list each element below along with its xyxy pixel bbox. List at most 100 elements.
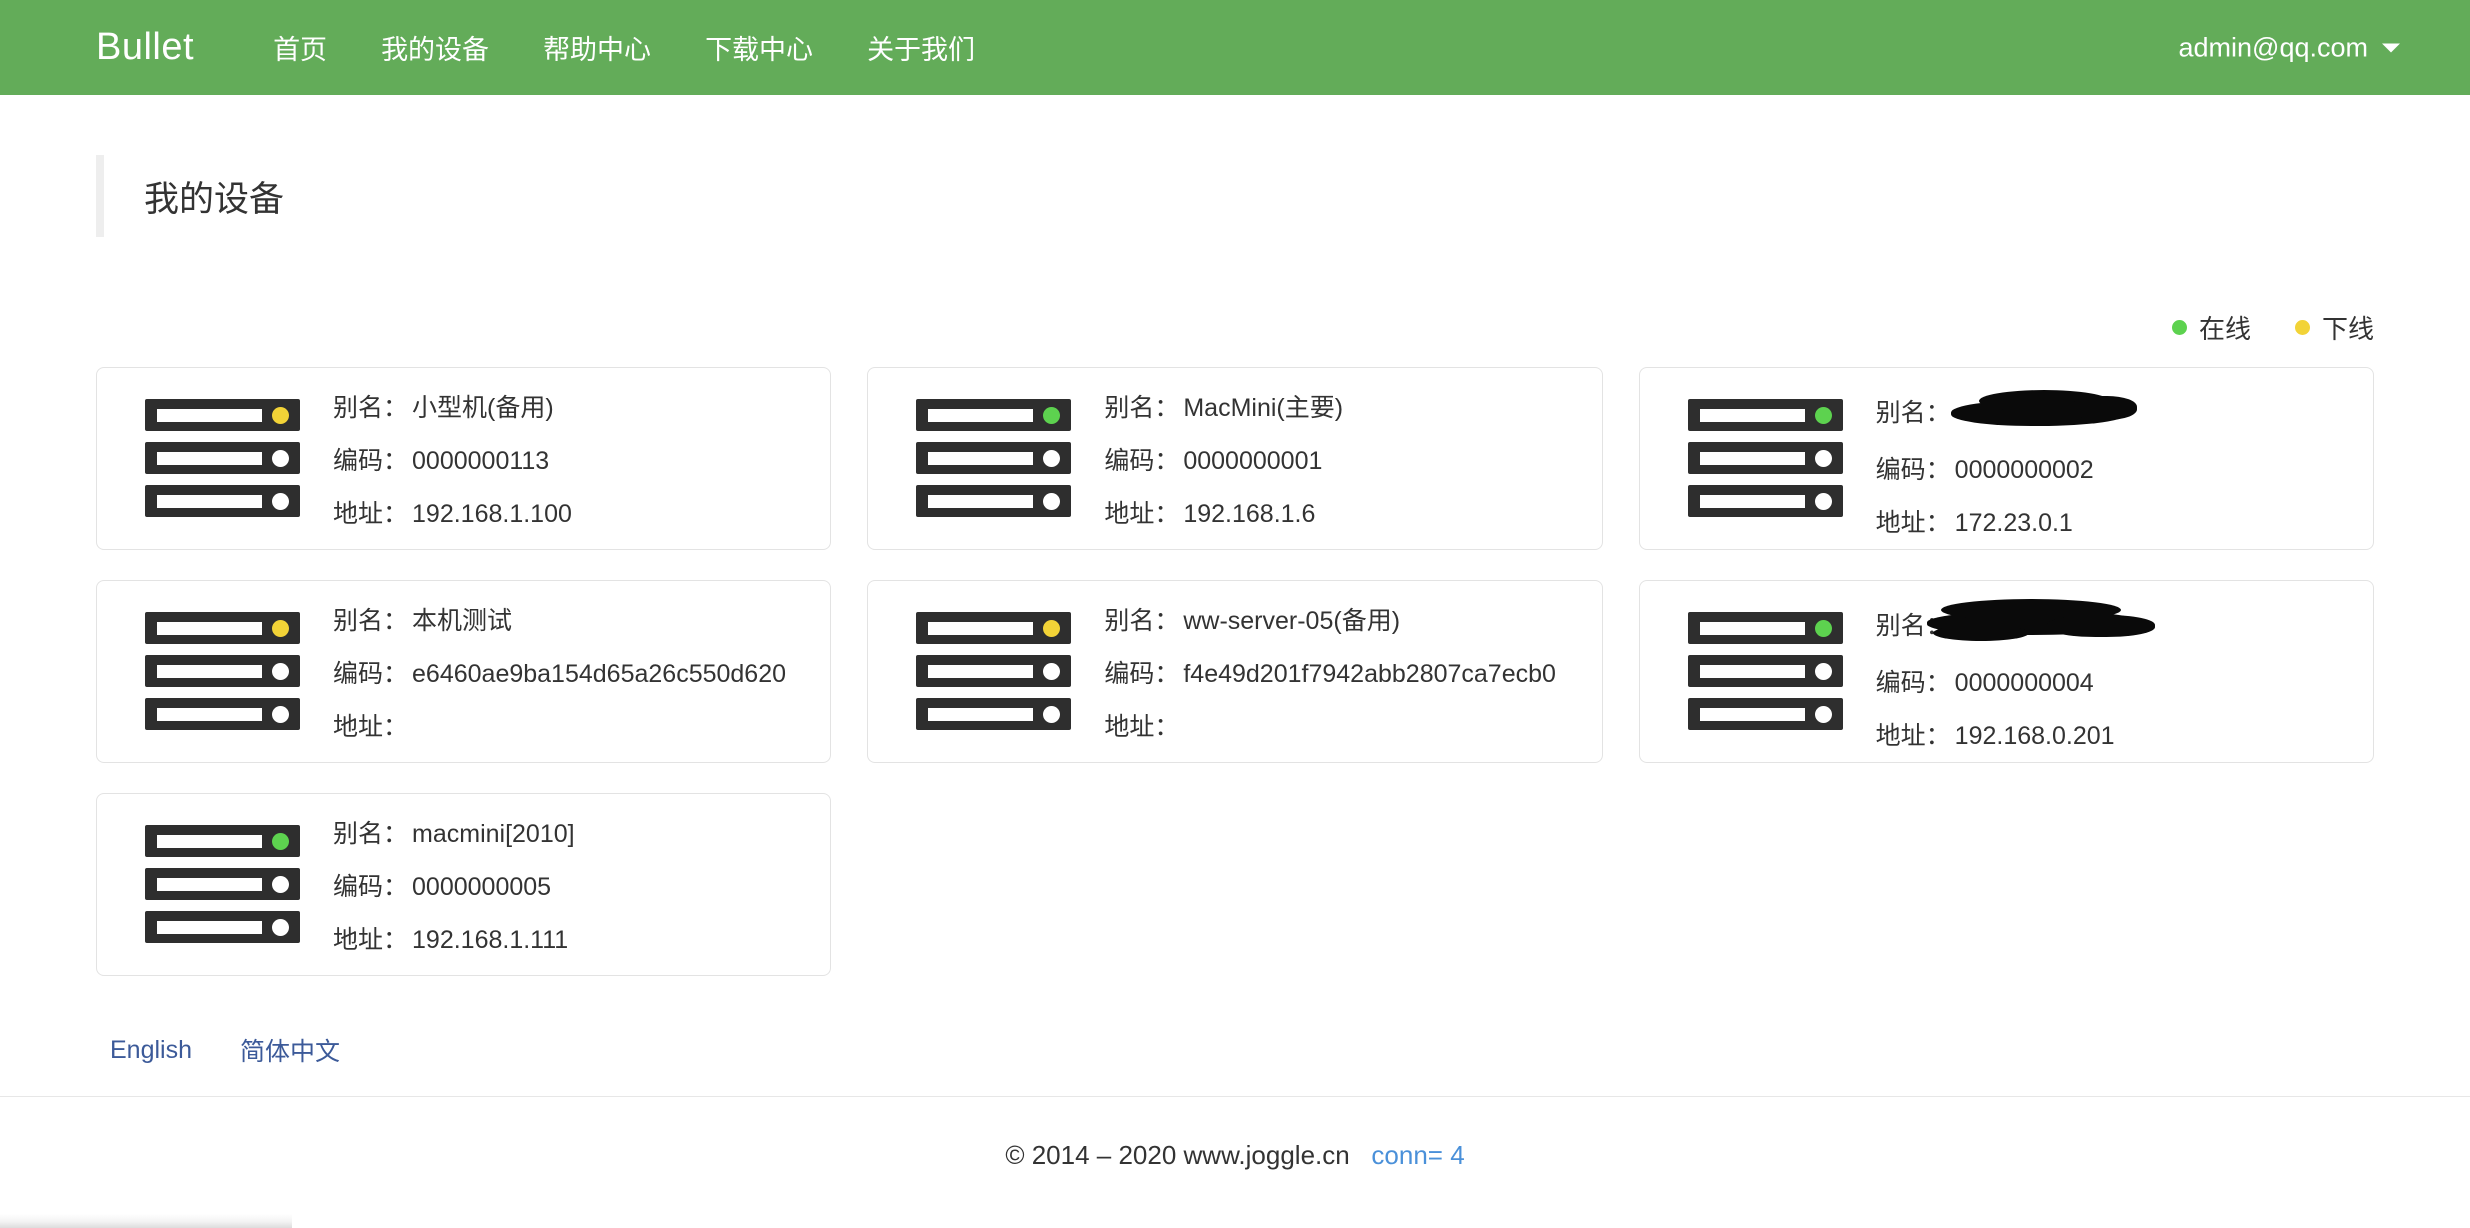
footer-divider xyxy=(0,1096,2470,1097)
nav-links: 首页 我的设备 帮助中心 下载中心 关于我们 xyxy=(246,28,1002,67)
server-rack-led xyxy=(1814,705,1832,723)
server-rack-unit xyxy=(916,698,1072,730)
brand-logo[interactable]: Bullet xyxy=(96,26,195,68)
device-address-value: 192.168.1.6 xyxy=(1183,500,1316,528)
nav-item-about[interactable]: 关于我们 xyxy=(867,35,976,65)
legend-label-offline: 下线 xyxy=(2321,314,2374,344)
device-alias-value: ww-server-05(备用) xyxy=(1183,607,1401,635)
device-alias-label: 别名： xyxy=(333,394,409,422)
device-code-value: e6460ae9ba154d65a26c550d620 xyxy=(412,660,787,688)
device-card[interactable]: 别名：本机测试编码：e6460ae9ba154d65a26c550d620 地址： xyxy=(96,580,832,763)
server-rack-unit xyxy=(145,485,300,517)
server-rack-unit xyxy=(145,911,300,943)
server-rack-led xyxy=(1814,662,1832,680)
server-rack-bar xyxy=(928,451,1034,465)
server-rack-led xyxy=(1043,662,1061,680)
device-info-row: 地址：192.168.1.100 xyxy=(333,502,830,527)
device-info: 别名：本机测试编码：e6460ae9ba154d65a26c550d620 地址： xyxy=(333,607,830,740)
nav-item-devices[interactable]: 我的设备 xyxy=(381,35,490,65)
device-code-value: f4e49d201f7942abb2807ca7ecb0 xyxy=(1183,660,1556,688)
server-rack-bar xyxy=(157,408,262,422)
device-code-value: 0000000113 xyxy=(412,447,550,475)
redaction-stroke xyxy=(2070,396,2137,420)
server-rack-unit xyxy=(916,442,1072,474)
server-rack-unit xyxy=(1687,485,1843,517)
server-rack-led xyxy=(272,662,289,680)
device-code-value: 0000000002 xyxy=(1954,456,2094,484)
legend-label-online: 在线 xyxy=(2198,314,2251,344)
server-rack-unit xyxy=(145,442,300,474)
status-legend: 在线 下线 xyxy=(0,309,2470,346)
server-icon xyxy=(145,612,300,730)
server-rack-led xyxy=(272,449,289,467)
chevron-down-icon xyxy=(2382,43,2400,52)
device-info-row: 地址：192.168.0.201 xyxy=(1876,724,2373,749)
device-info-row: 编码：e6460ae9ba154d65a26c550d620 xyxy=(333,662,830,687)
device-code-label: 编码： xyxy=(1875,669,1951,697)
language-link-chinese[interactable]: 简体中文 xyxy=(240,1038,341,1066)
device-card[interactable]: 别名：MacMini(主要) 编码：0000000001 地址：192.168.1.… xyxy=(867,367,1603,550)
device-status-led-icon xyxy=(272,832,289,850)
device-card[interactable]: 别名：ww-server-05(备用) 编码：f4e49d201f7942abb2… xyxy=(867,580,1603,763)
server-rack-unit xyxy=(145,698,300,730)
device-address-label: 地址： xyxy=(1104,500,1180,528)
device-code-value: 0000000001 xyxy=(1183,447,1323,475)
server-rack-bar xyxy=(157,621,262,635)
device-code-label: 编码： xyxy=(1104,660,1180,688)
footer-conn-link[interactable]: conn= 4 xyxy=(1371,1140,1465,1170)
server-rack-bar xyxy=(1699,664,1805,678)
server-rack-unit xyxy=(916,399,1072,431)
server-icon xyxy=(1687,612,1843,730)
device-info-row: 别名：本机测试 xyxy=(333,609,830,634)
offline-dot-icon xyxy=(2294,320,2310,335)
server-rack-led xyxy=(272,492,289,510)
device-info-row: 编码：0000000005 xyxy=(333,875,830,900)
browser-download-strip xyxy=(0,1214,292,1228)
redacted-alias-mark xyxy=(1926,599,2155,643)
server-rack-bar xyxy=(157,920,262,934)
device-info: 别名：MacMini(主要) 编码：0000000001 地址：192.168.1.… xyxy=(1104,394,1601,527)
device-info-row: 编码：0000000001 xyxy=(1104,449,1601,474)
server-rack-unit xyxy=(916,612,1072,644)
device-address-label: 地址： xyxy=(333,926,409,954)
server-rack-led xyxy=(1043,705,1061,723)
server-rack-bar xyxy=(928,408,1034,422)
redacted-alias-mark xyxy=(1950,390,2137,430)
user-email-label: admin@qq.com xyxy=(2178,32,2369,62)
language-link-english[interactable]: English xyxy=(110,1035,192,1064)
nav-item-home[interactable]: 首页 xyxy=(273,35,328,65)
server-icon xyxy=(145,825,300,943)
device-info-row: 别名： xyxy=(1876,390,2373,430)
device-code-value: 0000000005 xyxy=(412,873,552,901)
device-info-row: 别名：MacMini(主要) xyxy=(1104,396,1601,421)
server-rack-unit xyxy=(145,399,300,431)
device-info-row: 别名：ww-server-05(备用) xyxy=(1104,609,1601,634)
device-address-label: 地址： xyxy=(1875,722,1951,750)
server-rack-unit xyxy=(145,655,300,687)
server-rack-bar xyxy=(1699,621,1805,635)
device-alias-value: macmini[2010] xyxy=(412,820,575,848)
server-rack-unit xyxy=(145,868,300,900)
server-rack-bar xyxy=(157,451,262,465)
server-rack-led xyxy=(1814,492,1832,510)
redaction-stroke xyxy=(1932,625,2029,641)
nav-item-help[interactable]: 帮助中心 xyxy=(543,35,652,65)
server-rack-bar xyxy=(157,834,262,848)
device-code-label: 编码： xyxy=(333,873,409,901)
user-menu[interactable]: admin@qq.com xyxy=(2178,32,2400,63)
device-alias-label: 别名： xyxy=(1104,394,1180,422)
device-info-row: 地址：192.168.1.111 xyxy=(333,928,830,953)
nav-item-download[interactable]: 下载中心 xyxy=(705,35,814,65)
device-info-row: 地址： xyxy=(333,715,830,740)
legend-item-online: 在线 xyxy=(2171,309,2251,346)
server-rack-bar xyxy=(1699,707,1805,721)
device-alias-value: MacMini(主要) xyxy=(1183,394,1344,422)
